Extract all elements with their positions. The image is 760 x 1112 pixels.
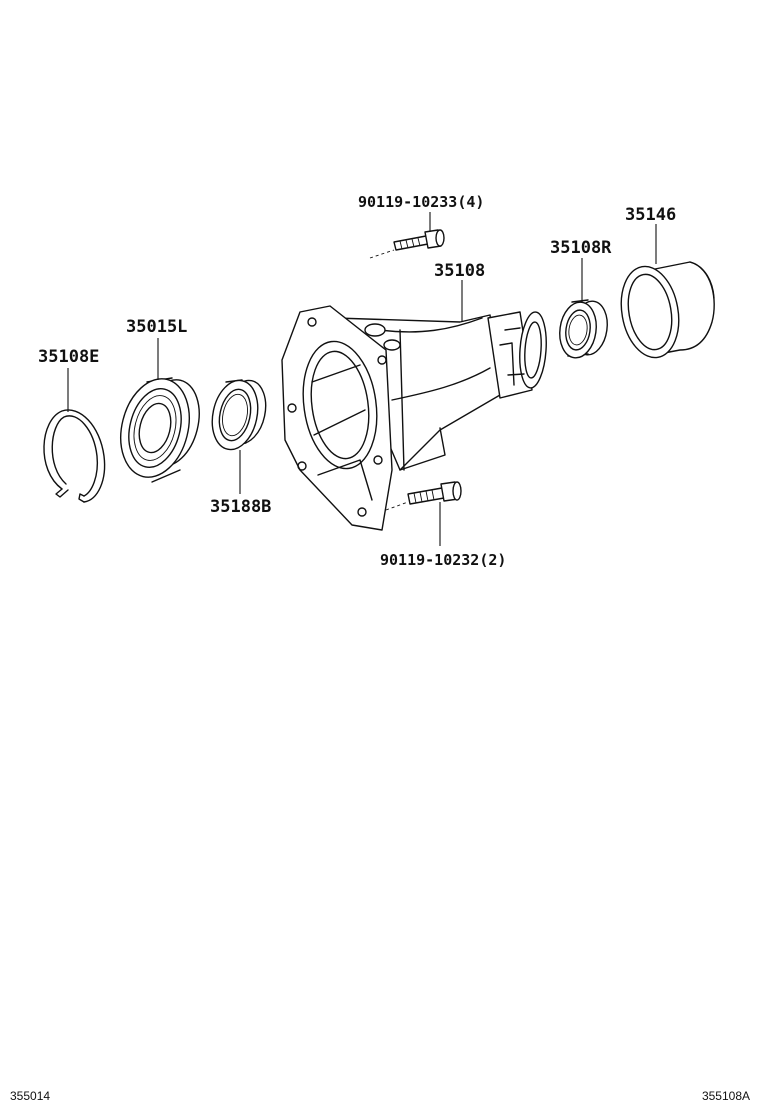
oil-seal-35108R[interactable] [556, 299, 610, 360]
bearing-35015L[interactable] [111, 372, 208, 485]
label-90119-10233[interactable]: 90119-10233(4) [358, 193, 484, 211]
bolt-90119-10232[interactable] [385, 481, 462, 511]
extension-housing-35108[interactable] [281, 305, 549, 531]
bolt-90119-10233[interactable] [369, 229, 445, 259]
label-35015L[interactable]: 35015L [126, 317, 187, 337]
diagram-code-right: 355108A [701, 1089, 750, 1103]
snap-ring-35108E[interactable] [43, 409, 106, 503]
label-35108R[interactable]: 35108R [550, 238, 612, 258]
oil-seal-35188B[interactable] [206, 376, 271, 454]
diagram-code-left: 355014 [10, 1089, 51, 1103]
label-35188B[interactable]: 35188B [210, 497, 271, 517]
label-35108[interactable]: 35108 [434, 261, 485, 281]
cover-ring-35146[interactable] [614, 261, 715, 362]
label-35146[interactable]: 35146 [625, 205, 676, 225]
label-35108E[interactable]: 35108E [38, 347, 99, 367]
label-90119-10232[interactable]: 90119-10232(2) [380, 551, 506, 569]
